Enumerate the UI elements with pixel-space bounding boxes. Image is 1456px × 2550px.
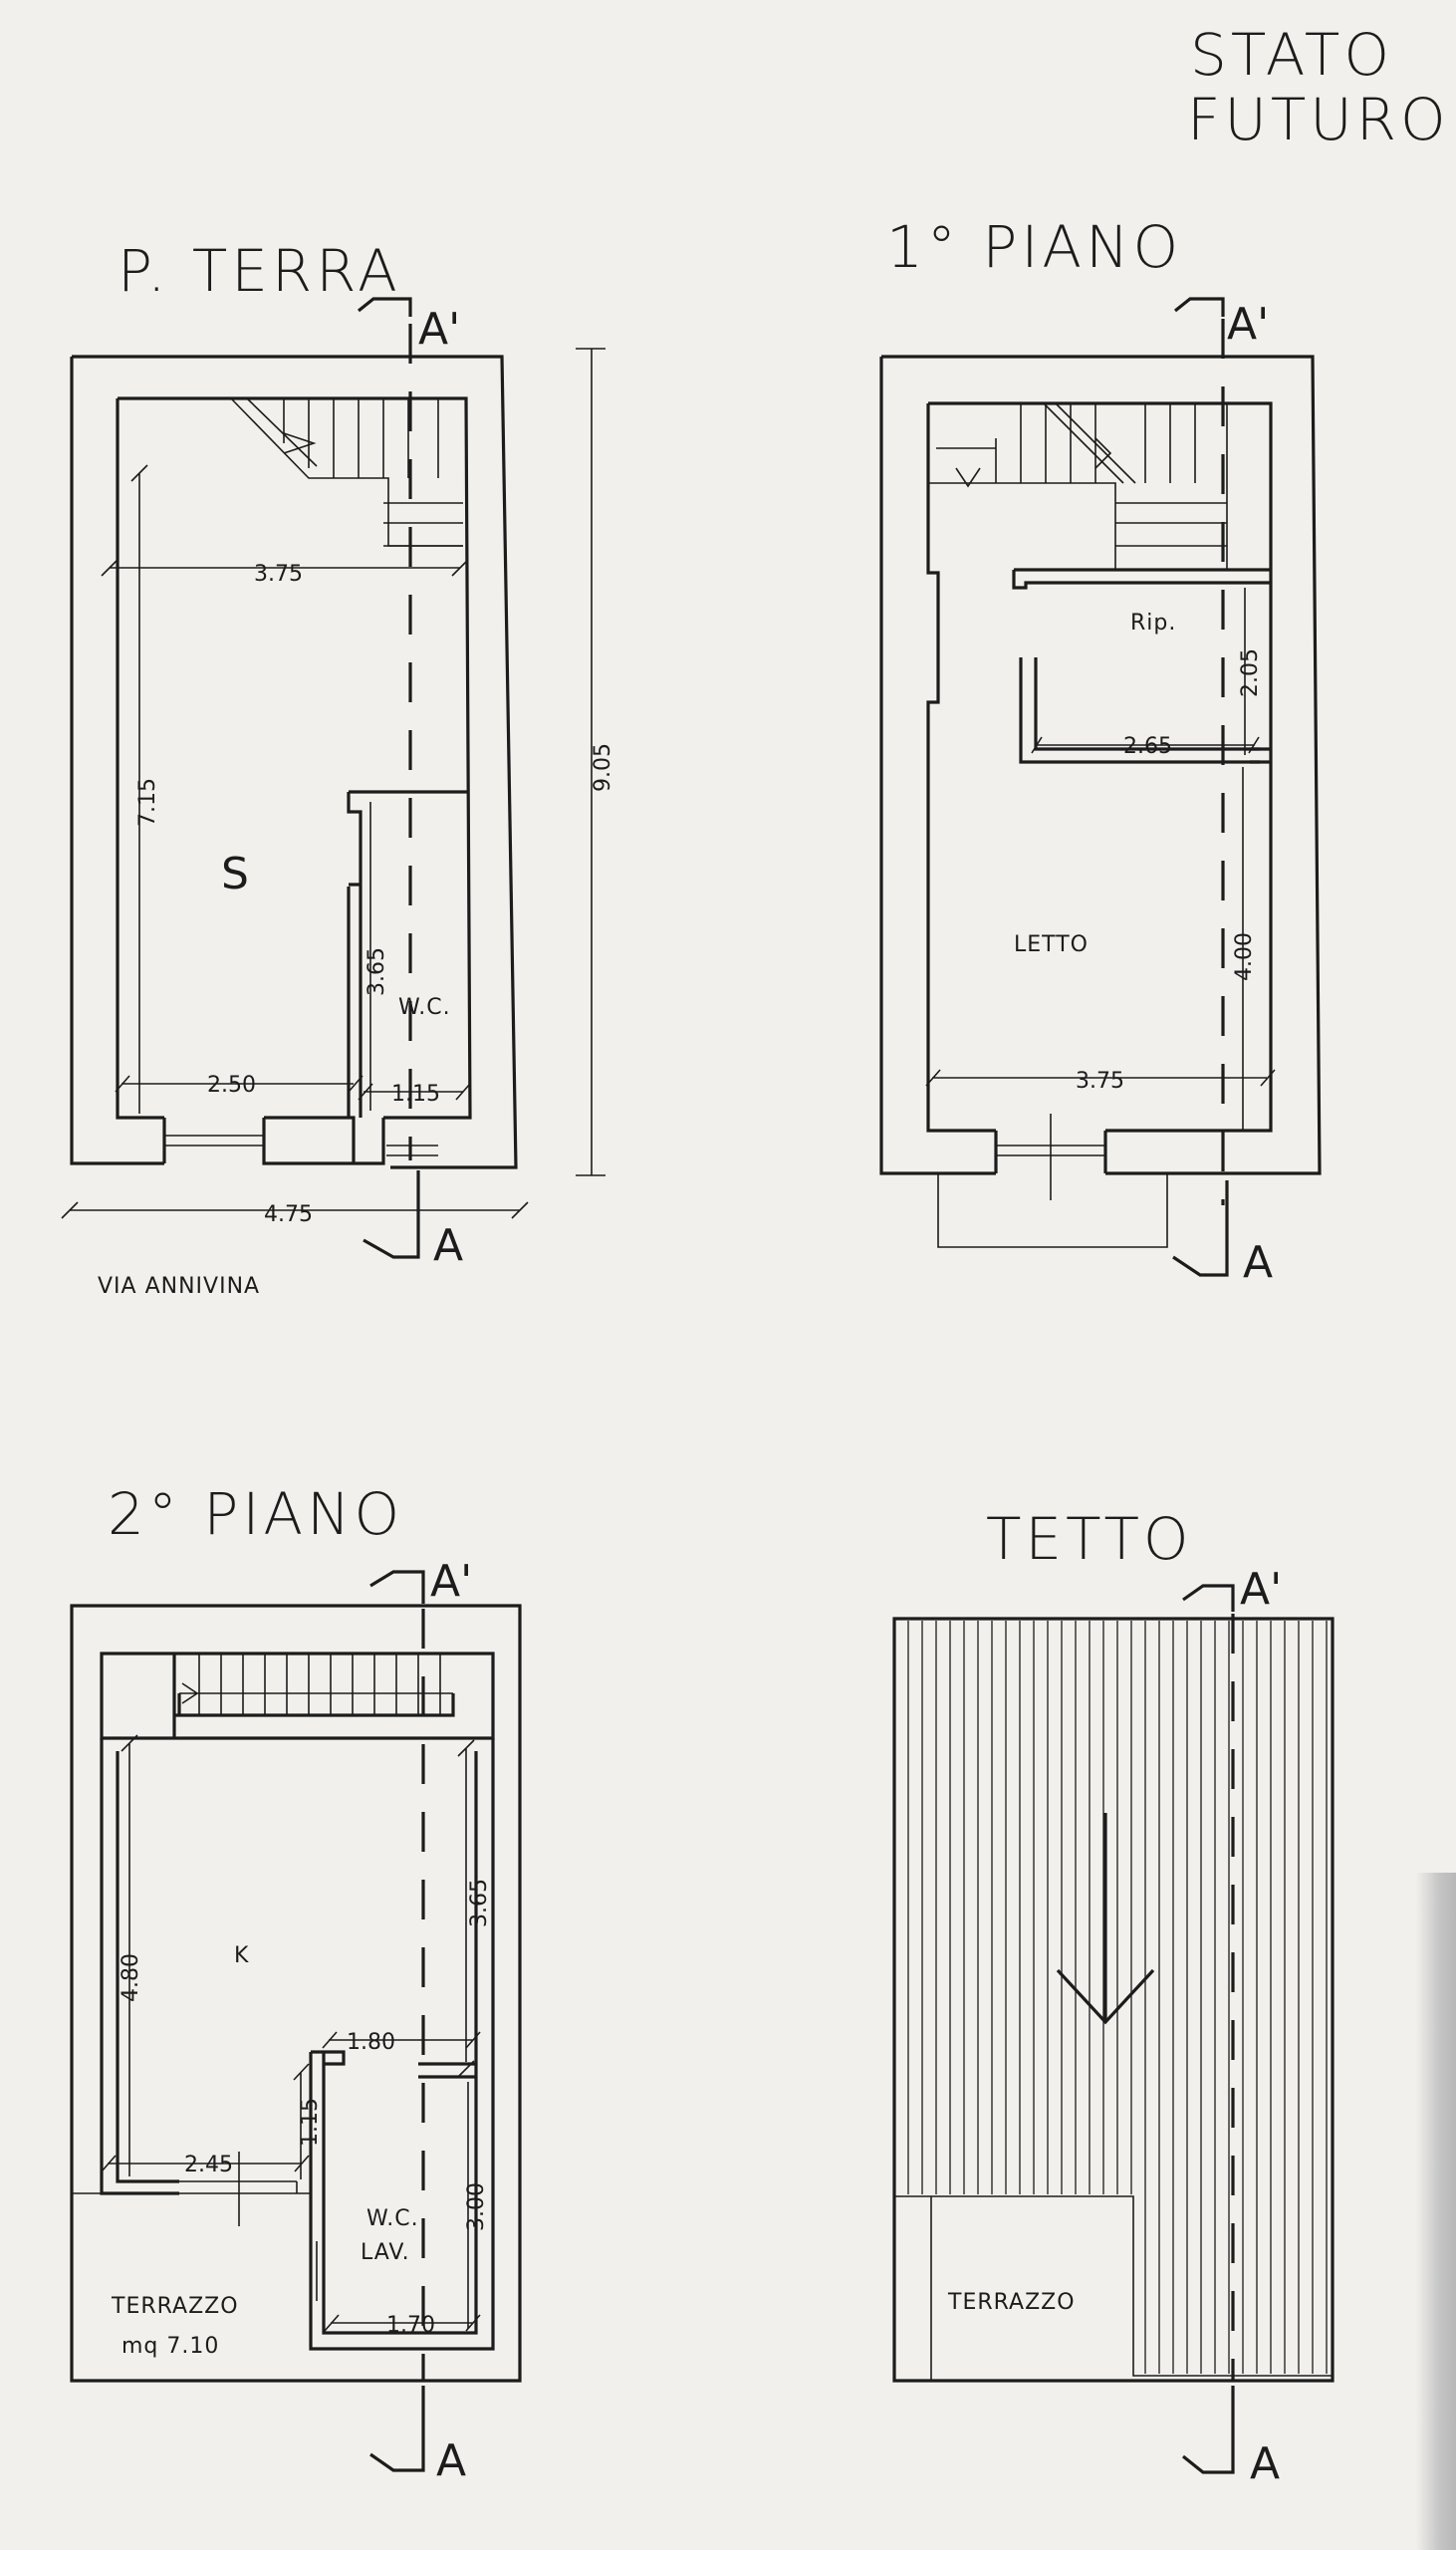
room-second-wc-line1: W.C. (366, 2206, 419, 2231)
dim-ground-front-right: 1.15 (391, 1082, 440, 1107)
dim-first-bedroom-width: 3.75 (1076, 1069, 1124, 1094)
room-second-terrace: TERRAZZO (111, 2294, 239, 2319)
plan-first-floor: 1° PIANO A' A 2.05 2.65 4.00 3.75 Rip. (879, 213, 1322, 1288)
room-roof-terrace: TERRAZZO (947, 2290, 1076, 2315)
room-ground-wc: W.C. (398, 995, 451, 1020)
section-mark-bottom-first: A (1243, 1237, 1273, 1288)
plan-second-floor: 2° PIANO A' A 4.80 3.65 1.80 1.15 2.45 3… (70, 1480, 522, 2486)
plan-roof: TETTO A' A TERRAZZO (892, 1505, 1335, 2489)
dim-second-wc-top-width: 1.80 (347, 2030, 395, 2055)
section-mark-top-first: A' (1227, 299, 1269, 350)
dim-ground-overall-width: 4.75 (264, 1202, 313, 1227)
dim-first-bedroom-height: 4.00 (1232, 932, 1257, 981)
plan-title-second: 2° PIANO (108, 1480, 403, 1548)
dim-ground-living-height: 7.15 (135, 778, 160, 827)
dim-ground-wc-height: 3.65 (364, 947, 389, 996)
section-mark-top-roof: A' (1240, 1564, 1282, 1615)
sheet-title-line2: FUTURO (1187, 86, 1450, 153)
dim-first-closet-height: 2.05 (1238, 648, 1263, 697)
room-second-wc-line2: LAV. (361, 2240, 410, 2265)
plan-title-first: 1° PIANO (886, 213, 1182, 281)
plan-title-ground: P. TERRA (118, 237, 401, 305)
dim-second-kitchen-height: 4.80 (119, 1953, 143, 2002)
plan-ground-floor: P. TERRA A' A 3.75 7.15 2.50 1.15 3.65 (61, 237, 615, 1299)
plan-title-roof: TETTO (986, 1505, 1193, 1573)
room-second-kitchen: K (234, 1943, 249, 1968)
sheet-title-line1: STATO (1190, 21, 1393, 89)
dim-second-right-upper: 3.65 (467, 1879, 492, 1927)
street-label: VIA ANNIVINA (98, 1274, 260, 1299)
dim-ground-overall-height: 9.05 (591, 743, 615, 792)
dim-second-hall: 1.15 (298, 2098, 323, 2147)
page-edge-shadow (1416, 1873, 1456, 2550)
dim-ground-living-width: 3.75 (254, 562, 303, 587)
room-second-terrace-area: mq 7.10 (121, 2334, 219, 2359)
dim-first-closet-width: 2.65 (1123, 734, 1172, 759)
dim-second-wc-width: 1.70 (386, 2313, 435, 2338)
dim-second-wc-height: 3.00 (464, 2182, 489, 2231)
dim-second-front-left: 2.45 (184, 2153, 233, 2177)
section-mark-bottom-roof: A (1250, 2438, 1280, 2489)
dim-ground-front-left: 2.50 (207, 1073, 256, 1098)
room-first-closet: Rip. (1130, 611, 1176, 636)
section-mark-top-ground: A' (418, 304, 460, 355)
section-mark-bottom-second: A (436, 2435, 466, 2486)
roof-slope-arrow (1056, 1813, 1155, 2025)
room-ground-living: S (221, 849, 249, 899)
roof-hatching (907, 1621, 1328, 2374)
section-mark-bottom-ground: A (433, 1220, 463, 1271)
section-mark-top-second: A' (430, 1556, 472, 1607)
room-first-bedroom: LETTO (1014, 932, 1089, 957)
